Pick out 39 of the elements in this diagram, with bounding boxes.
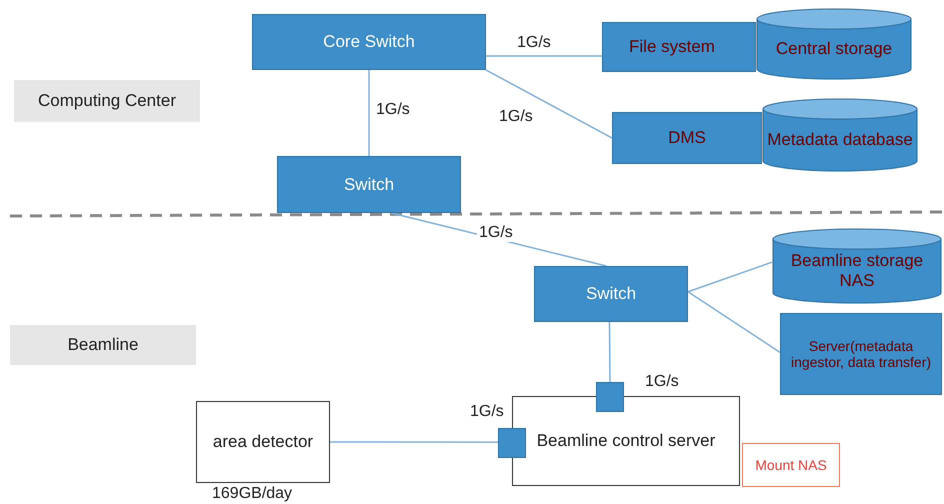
storage-cylinder	[756, 8, 912, 80]
connector-line	[486, 69, 612, 139]
node-label: Server(metadata ingestor, data transfer)	[790, 338, 932, 370]
device-box	[196, 401, 330, 483]
server-box	[512, 396, 740, 486]
node-label: Beamline storage NAS	[790, 250, 924, 291]
node-label: Beamline control server	[536, 431, 716, 451]
connector-line	[486, 55, 602, 57]
node-label: Mount NAS	[755, 456, 827, 474]
connector-line	[608, 322, 611, 382]
process-box	[612, 112, 762, 164]
node-label: Switch	[344, 174, 394, 194]
section-label	[14, 80, 200, 122]
node-label: Metadata database	[767, 129, 913, 150]
caption-text: 169GB/day	[212, 485, 292, 503]
port-square	[596, 382, 624, 412]
node-label: Computing Center	[38, 91, 176, 111]
database-cylinder	[762, 98, 918, 172]
connector-line	[688, 291, 780, 353]
node-label: area detector	[212, 432, 314, 452]
switch-box	[277, 156, 461, 213]
edge-label: 1G/s	[477, 224, 515, 242]
process-box	[602, 22, 756, 72]
switch-box	[534, 266, 688, 322]
storage-cylinder	[772, 228, 942, 304]
node-label: Beamline	[68, 335, 138, 355]
node-label: Switch	[586, 284, 636, 304]
node-label: Central storage	[776, 38, 892, 59]
node-label: DMS	[668, 128, 706, 148]
port-square	[498, 428, 526, 458]
mount-box	[742, 443, 840, 487]
section-label	[10, 325, 196, 365]
connector-line	[330, 441, 498, 443]
server-box	[780, 313, 942, 395]
switch-box	[252, 14, 486, 70]
connector-line	[368, 70, 370, 156]
connector-line	[688, 262, 772, 292]
node-label: File system	[629, 37, 715, 57]
node-label: Core Switch	[323, 32, 415, 52]
